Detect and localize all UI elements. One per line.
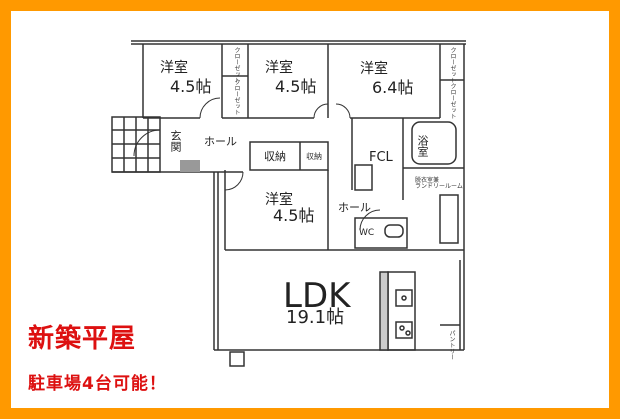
fcl-name: FCL — [369, 150, 393, 165]
bedroom3-name: 洋室 — [360, 61, 388, 77]
promo-subline: 駐車場4台可能！ — [28, 374, 167, 394]
bedroom1-name: 洋室 — [160, 60, 188, 76]
closet-label-4: クローゼット — [449, 83, 456, 119]
wc-name: WC — [359, 228, 375, 238]
bedroom1-size: 4.5帖 — [170, 77, 212, 96]
entrance-name: 玄関 — [169, 130, 182, 152]
storage2-name: 収納 — [306, 152, 322, 161]
closet-label-2: クローゼット — [233, 79, 240, 115]
laundry-name: 脱衣室兼 ランドリールーム — [415, 177, 463, 190]
bedroom3-size: 6.4帖 — [372, 78, 414, 97]
hall1-name: ホール — [204, 135, 237, 148]
bedroom2-name: 洋室 — [265, 60, 293, 76]
closet-label-3: クローゼット — [449, 47, 456, 83]
bedroom4-name: 洋室 — [265, 192, 293, 208]
bath-name: 浴室 — [416, 135, 429, 157]
bedroom2-size: 4.5帖 — [275, 77, 317, 96]
hall2-name: ホール — [338, 201, 371, 214]
closet-label-1: クローゼット — [233, 47, 240, 83]
ldk-name: LDK — [283, 276, 351, 316]
pantry-label: パントリー — [448, 330, 455, 360]
white-frame — [11, 11, 609, 408]
promo-headline: 新築平屋 — [28, 324, 137, 354]
bedroom4-size: 4.5帖 — [273, 206, 315, 225]
ldk-size: 19.1帖 — [286, 307, 345, 328]
storage1-name: 収納 — [264, 150, 286, 163]
